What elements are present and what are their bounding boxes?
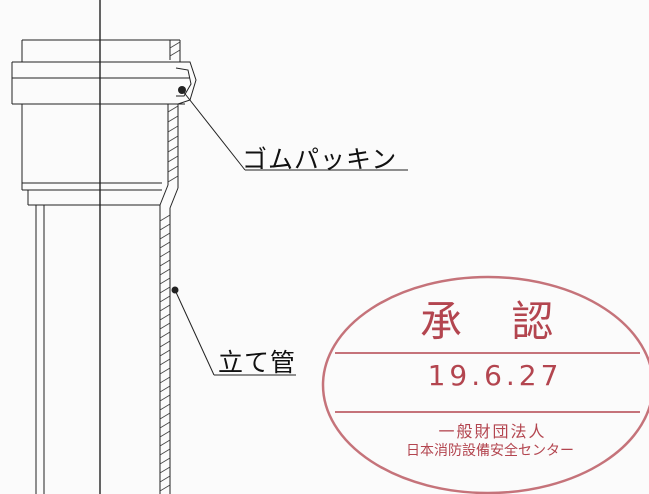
stamp-org-line1: 一般財団法人 [438,422,547,441]
hatch-line [159,403,171,411]
hatch-line [159,439,171,447]
hatch-line [159,313,171,321]
hatch-line [159,214,171,222]
hatch-line [159,259,171,267]
hatch-line [159,232,171,240]
pipe-leader-line [174,289,215,376]
hatch-line [159,457,171,465]
stamp-date: 19.6.27 [427,359,563,392]
hatch-line [159,385,171,393]
gasket-leader-line [181,89,246,171]
hatch-line [159,394,171,402]
hatch-line [159,322,171,330]
hatch-line [159,349,171,357]
hatch-line [159,466,171,474]
hatch-line [159,340,171,348]
hatch-line [159,475,171,483]
pipe-wall-hatching [159,214,171,492]
socket-wall-hatching [167,41,181,183]
stamp-title: 承 認 [420,297,572,346]
hatch-line [159,286,171,294]
hatch-line [159,367,171,375]
riser-pipe-section [35,205,171,494]
hatch-line [159,358,171,366]
socket-section [11,39,190,209]
hatch-line [159,430,171,438]
hatch-line [159,277,171,285]
hatch-line [159,304,171,312]
approval-stamp [321,275,649,494]
hatch-line [159,268,171,276]
riser-pipe-label: 立て管 [218,348,297,377]
hatch-line [159,448,171,456]
hatch-line [159,331,171,339]
hatch-line [159,250,171,258]
stamp-org-line2: 日本消防設備安全センター [406,443,574,459]
gasket-label: ゴムパッキン [242,145,398,174]
hatch-line [159,412,171,420]
hatch-line [159,484,171,492]
hatch-line [159,421,171,429]
hatch-line [159,241,171,249]
gasket-detail [172,61,197,105]
hatch-line [159,376,171,384]
hatch-line [159,295,171,303]
hatch-line [159,223,171,231]
